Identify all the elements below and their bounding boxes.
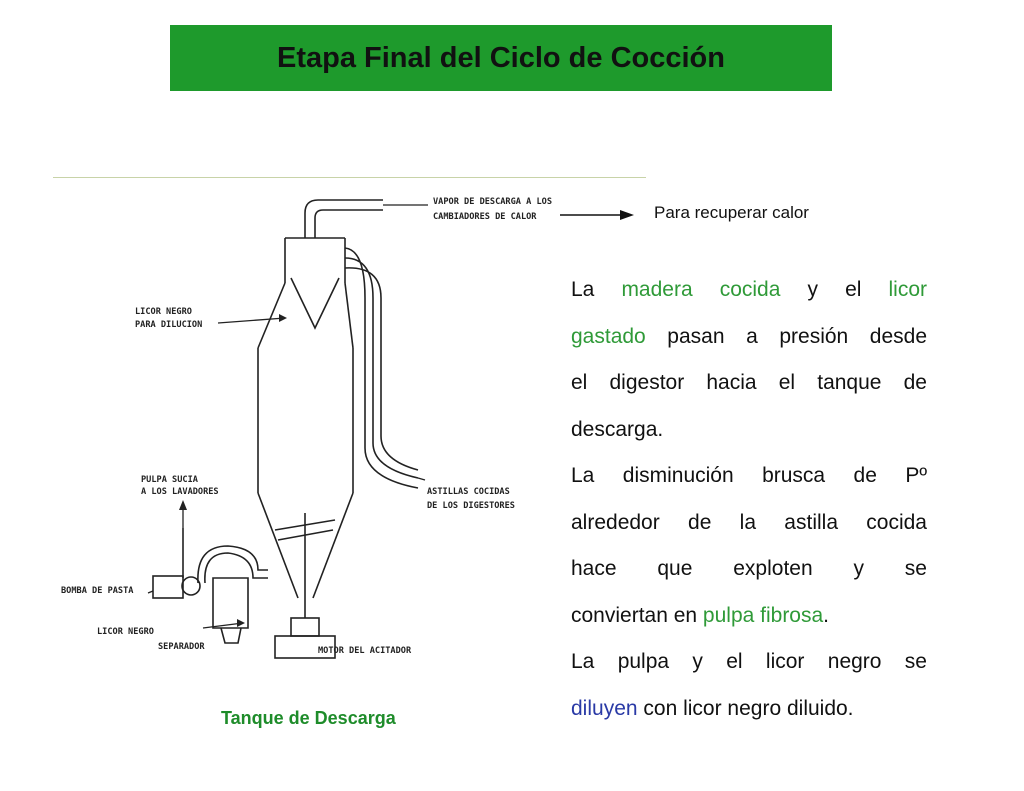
text-run: . bbox=[823, 603, 830, 627]
paragraph-line: diluyen con licor negro diluido. bbox=[571, 686, 927, 733]
label-pulpa-1: PULPA SUCIA bbox=[141, 475, 199, 485]
page-title: Etapa Final del Ciclo de Cocción bbox=[277, 41, 725, 74]
label-licor-negro-2: PARA DILUCION bbox=[135, 320, 202, 330]
label-astillas-1: ASTILLAS COCIDAS bbox=[427, 487, 510, 497]
text-run: La bbox=[571, 278, 595, 301]
label-vapor-1: VAPOR DE DESCARGA A LOS bbox=[433, 197, 552, 207]
paragraph-line: conviertan en pulpa fibrosa. bbox=[571, 593, 927, 640]
paragraph-line: gastado pasan a presión desde bbox=[571, 314, 927, 361]
paragraph-line: La pulpa y el licor negro se bbox=[571, 650, 927, 673]
label-separador: SEPARADOR bbox=[158, 642, 205, 652]
label-pulpa-2: A LOS LAVADORES bbox=[141, 487, 219, 497]
side-note: Para recuperar calor bbox=[654, 203, 809, 222]
title-banner: Etapa Final del Ciclo de Cocción bbox=[170, 25, 832, 91]
highlight-licor: licor bbox=[888, 278, 928, 301]
text-run: pasan a presión desde bbox=[645, 324, 927, 348]
paragraph-line: La madera cocida y el licor bbox=[571, 267, 927, 314]
text-run: con licor negro diluido. bbox=[637, 696, 854, 720]
paragraph-line: alrededor de la astilla cocida bbox=[571, 510, 927, 534]
label-vapor-2: CAMBIADORES DE CALOR bbox=[433, 212, 537, 222]
paragraph-line: descarga. bbox=[571, 417, 664, 441]
highlight-madera-cocida: madera cocida bbox=[621, 278, 781, 301]
highlight-pulpa-fibrosa: pulpa fibrosa bbox=[702, 603, 824, 627]
discharge-tank-diagram: VAPOR DE DESCARGA A LOS CAMBIADORES DE C… bbox=[61, 197, 552, 659]
paragraph-line: el digestor hacia el tanque de bbox=[571, 371, 927, 394]
paragraph-1: La madera cocida y el licor gastado pasa… bbox=[571, 267, 927, 732]
label-licor-negro-low: LICOR NEGRO bbox=[97, 627, 154, 637]
label-motor: MOTOR DEL ACITADOR bbox=[318, 646, 412, 656]
text-run: conviertan en bbox=[571, 603, 703, 627]
arrow-right-icon bbox=[560, 210, 634, 220]
diagram-caption: Tanque de Descarga bbox=[221, 708, 396, 728]
highlight-diluyen: diluyen bbox=[571, 696, 638, 720]
label-licor-negro-1: LICOR NEGRO bbox=[135, 307, 192, 317]
label-bomba: BOMBA DE PASTA bbox=[61, 586, 134, 596]
text-run: y el bbox=[807, 278, 862, 301]
paragraph-line: La disminución brusca de Pº bbox=[571, 464, 927, 487]
label-astillas-2: DE LOS DIGESTORES bbox=[427, 501, 515, 511]
highlight-gastado: gastado bbox=[571, 324, 646, 348]
paragraph-line: hace que exploten y se bbox=[571, 557, 927, 580]
divider bbox=[53, 177, 646, 178]
